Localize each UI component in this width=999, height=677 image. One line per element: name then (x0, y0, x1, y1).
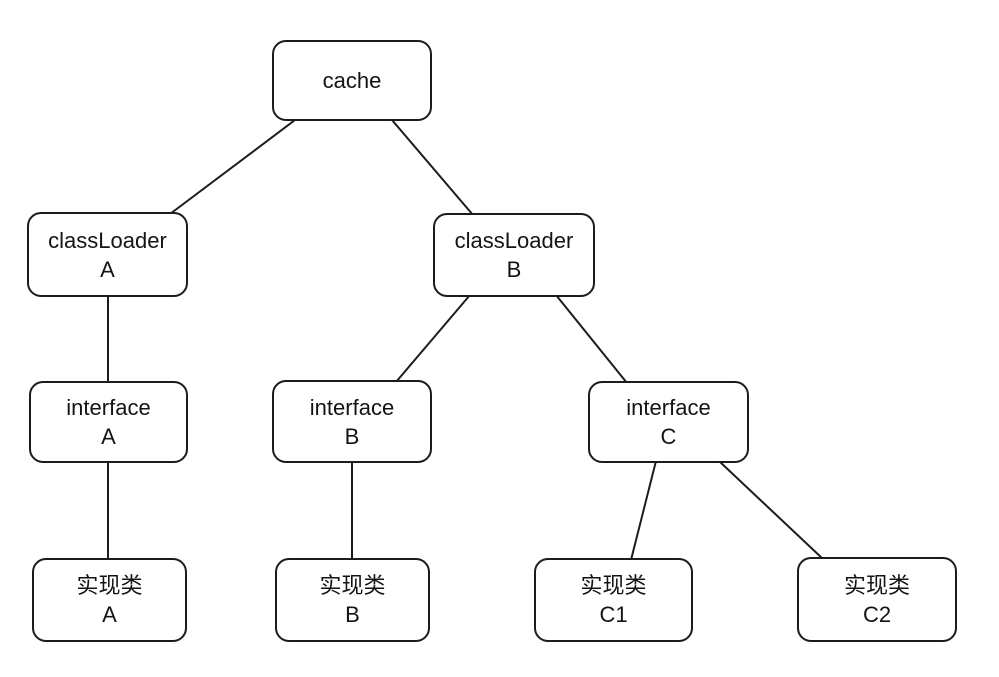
node-interface-b-line2: B (344, 423, 360, 449)
node-classloader-b: classLoader B (433, 213, 595, 297)
edge-interface-c-to-impl-c2 (718, 460, 824, 560)
node-impl-c1-line2: C1 (599, 602, 628, 627)
node-impl-c2-line1: 实现类 (843, 572, 910, 598)
node-impl-a: 实现类 A (32, 558, 187, 642)
edge-interface-c-to-impl-c1 (630, 460, 657, 561)
node-classloader-a-line1: classLoader (48, 227, 167, 253)
node-interface-a-line1: interface (66, 395, 151, 420)
node-classloader-b-line1: classLoader (454, 228, 574, 253)
node-impl-c2: 实现类 C2 (797, 557, 957, 642)
node-classloader-b-line2: B (506, 257, 522, 282)
node-cache-label: cache (322, 68, 382, 93)
edge-classloader-b-to-interface-c (555, 294, 628, 384)
node-interface-a-line2: A (101, 424, 116, 449)
edge-cache-to-classloader-a (169, 119, 296, 215)
node-cache: cache (272, 40, 432, 121)
edge-classloader-b-to-interface-b (395, 294, 471, 383)
node-impl-b-line2: B (345, 602, 360, 627)
node-interface-b: interface B (272, 380, 432, 463)
node-impl-c1-line1: 实现类 (580, 573, 647, 598)
node-impl-c1: 实现类 C1 (534, 558, 693, 642)
node-impl-a-line2: A (102, 602, 117, 627)
node-classloader-a: classLoader A (27, 212, 188, 297)
node-interface-c-line1: interface (626, 395, 711, 420)
node-impl-c2-line2: C2 (862, 601, 892, 627)
node-impl-b-line1: 实现类 (319, 573, 386, 598)
edge-cache-to-classloader-b (391, 119, 474, 216)
node-interface-c-line2: C (660, 424, 677, 449)
node-classloader-a-line2: A (100, 256, 115, 282)
node-impl-a-line1: 实现类 (76, 573, 143, 598)
node-interface-b-line1: interface (309, 394, 395, 420)
node-impl-b: 实现类 B (275, 558, 430, 642)
node-interface-a: interface A (29, 381, 188, 463)
node-interface-c: interface C (588, 381, 749, 463)
